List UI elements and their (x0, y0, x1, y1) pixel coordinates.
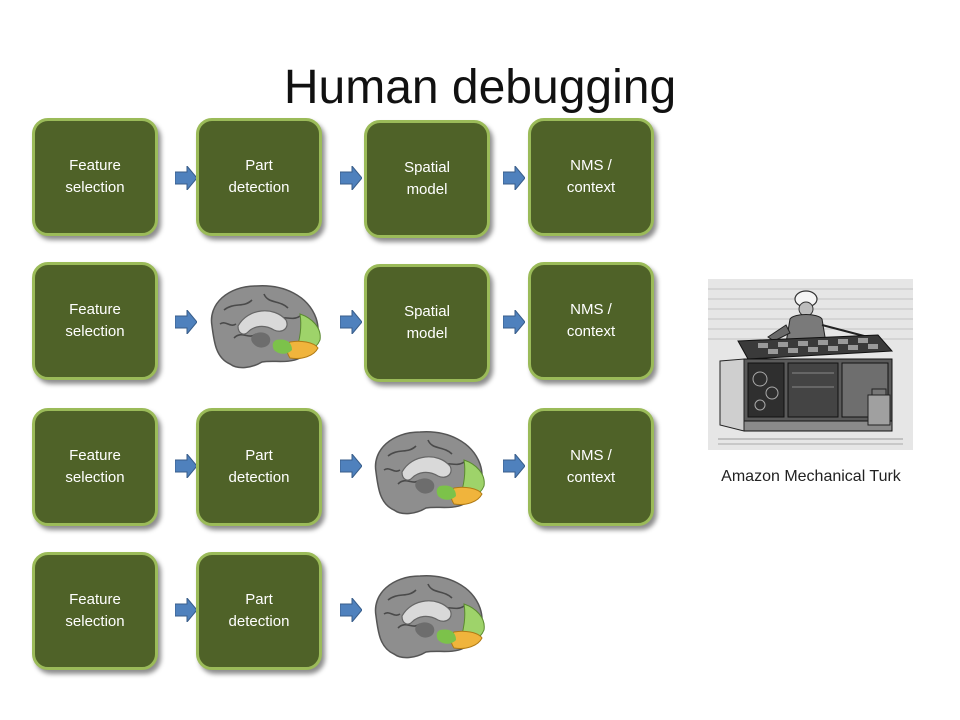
nms-context-box: NMS / context (528, 262, 654, 380)
pipeline-row-4: Feature selection Part detection (0, 552, 960, 682)
right-arrow-icon (503, 454, 525, 478)
slide-title: Human debugging (283, 61, 677, 114)
feature-selection-box: Feature selection (32, 262, 158, 380)
right-arrow-icon (503, 310, 525, 334)
nms-context-box: NMS / context (528, 408, 654, 526)
pipeline-row-2: Feature selection Spatial model NMS / co… (0, 262, 960, 392)
right-arrow-icon (175, 310, 197, 334)
right-arrow-icon (503, 166, 525, 190)
right-arrow-icon (340, 166, 362, 190)
mechanical-turk-engraving (708, 279, 913, 450)
right-arrow-icon (175, 598, 197, 622)
image-caption: Amazon Mechanical Turk (721, 468, 901, 485)
right-arrow-icon (175, 454, 197, 478)
pipeline-row-3: Feature selection Part detection NMS / c… (0, 408, 960, 538)
right-arrow-icon (340, 454, 362, 478)
pipeline-row-1: Feature selection Part detection Spatial… (0, 118, 960, 248)
spatial-model-box: Spatial model (364, 120, 490, 238)
human-brain-icon (374, 575, 485, 659)
part-detection-box: Part detection (196, 552, 322, 670)
right-arrow-icon (340, 310, 362, 334)
human-brain-icon (210, 285, 321, 369)
nms-context-box: NMS / context (528, 118, 654, 236)
right-arrow-icon (340, 598, 362, 622)
feature-selection-box: Feature selection (32, 552, 158, 670)
feature-selection-box: Feature selection (32, 408, 158, 526)
part-detection-box: Part detection (196, 408, 322, 526)
spatial-model-box: Spatial model (364, 264, 490, 382)
right-arrow-icon (175, 166, 197, 190)
feature-selection-box: Feature selection (32, 118, 158, 236)
part-detection-box: Part detection (196, 118, 322, 236)
human-brain-icon (374, 431, 485, 515)
